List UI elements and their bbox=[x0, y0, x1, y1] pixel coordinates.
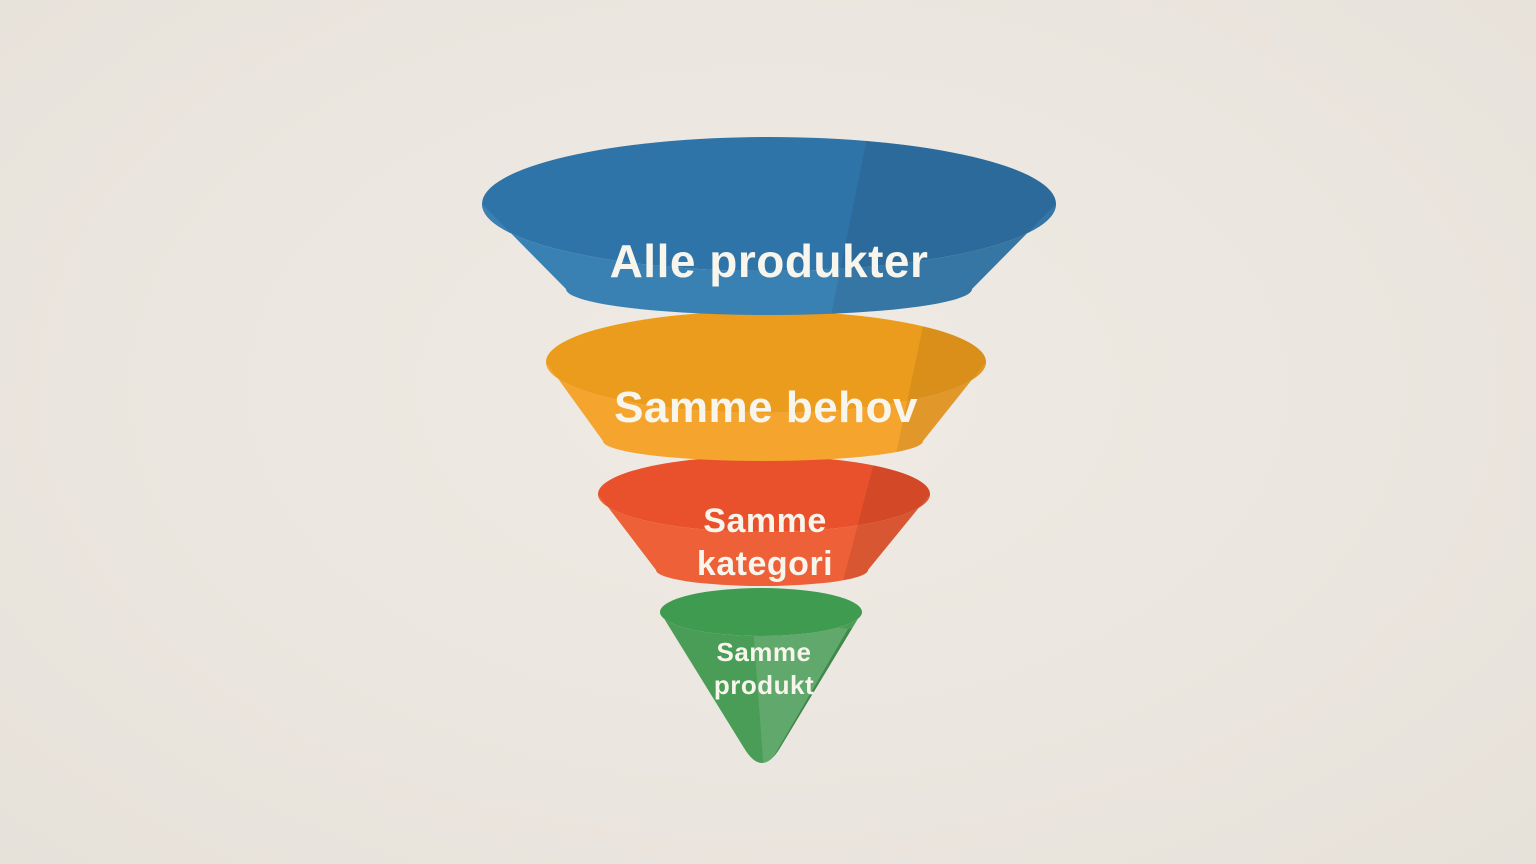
segment-body bbox=[660, 612, 862, 763]
segment-highlight-facet bbox=[752, 612, 848, 763]
funnel-label-samme-behov: Samme behov bbox=[614, 383, 918, 432]
funnel-label-samme-kategori: Samme kategori bbox=[696, 502, 834, 583]
segment-rim-ellipse bbox=[660, 588, 862, 636]
funnel-segment-alle-produkter bbox=[482, 137, 1056, 315]
segment-body bbox=[546, 362, 986, 461]
segment-rim-ellipse bbox=[482, 137, 1056, 271]
segment-body bbox=[482, 204, 1056, 315]
funnel-label-alle-produkter: Alle produkter bbox=[609, 235, 929, 287]
segment-rim-ellipse bbox=[598, 456, 930, 532]
segment-rim-ellipse bbox=[546, 311, 986, 413]
funnel-label-samme-produkt: Samme produkt bbox=[713, 637, 815, 700]
segment-body bbox=[598, 494, 930, 586]
